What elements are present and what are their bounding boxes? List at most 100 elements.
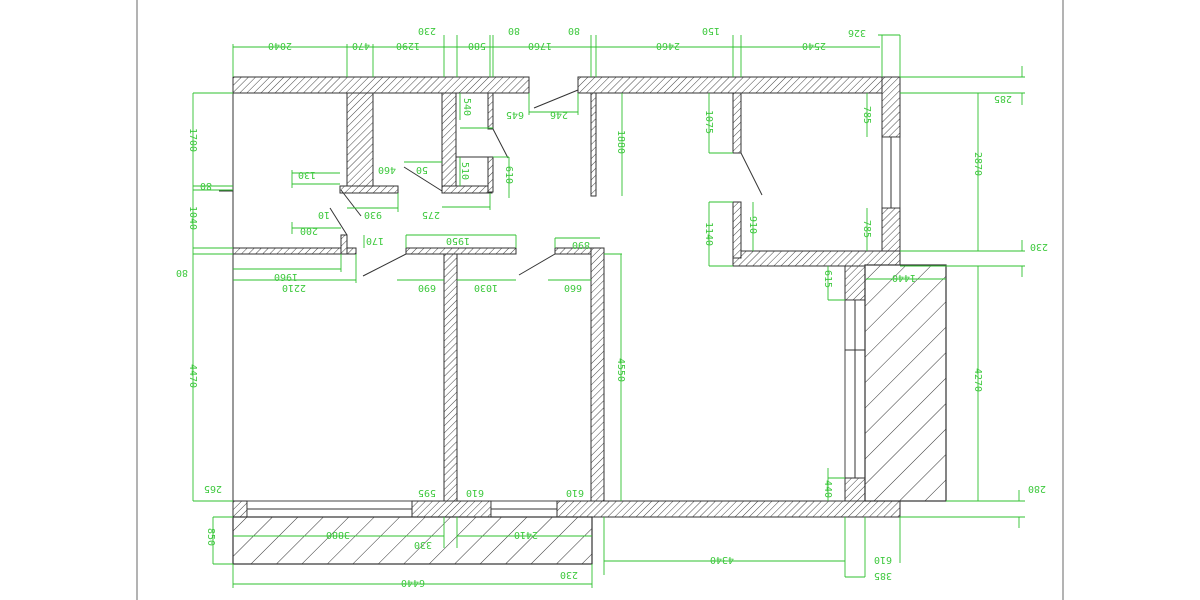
dim-right-285: 285: [994, 93, 1012, 104]
door-swing-bedroom1: [362, 253, 407, 277]
dim-top-326: 326: [848, 27, 866, 38]
dim-246: 246: [550, 109, 568, 120]
dim-275: 275: [422, 209, 440, 220]
wall-top-left: [232, 76, 530, 94]
wall-bedroom-divider-1: [443, 253, 458, 502]
wall-mid-right-stub: [732, 92, 742, 154]
dim-left-80b: 80: [176, 267, 188, 278]
pillar-right-bottom: [844, 477, 866, 502]
dim-910: 910: [747, 216, 758, 234]
wall-kitchen-left: [346, 92, 374, 192]
wall-top-right: [577, 76, 901, 94]
dim-top-150: 150: [702, 25, 720, 36]
dim-440: 440: [822, 480, 833, 498]
dim-615: 615: [822, 270, 833, 288]
dim-bottom-3880: 3880: [326, 529, 350, 540]
dim-890: 890: [572, 239, 590, 250]
dim-1880: 1880: [615, 130, 626, 154]
wall-bath-door-stub: [487, 92, 494, 130]
dim-1140: 1140: [703, 222, 714, 246]
door-swing-bath: [403, 166, 443, 192]
wall-corridor: [590, 92, 597, 197]
dim-930: 930: [364, 209, 382, 220]
dim-top-470: 470: [352, 40, 370, 51]
dim-595: 595: [418, 487, 436, 498]
door-swing-bath-inner: [492, 128, 509, 159]
dim-left-80a: 80: [200, 180, 212, 191]
wall-bath-right-stub: [487, 156, 494, 193]
wall-bedroom1-top-stub: [340, 234, 348, 255]
dim-1440: 1440: [892, 272, 916, 283]
wall-bottom-mid: [411, 500, 492, 518]
dim-bottom-330: 330: [414, 539, 432, 550]
dim-left-850: 850: [205, 528, 216, 546]
wall-mid-right-horizontal: [732, 250, 901, 267]
dim-left-4470: 4470: [187, 364, 198, 388]
dim-bottom-6440: 6440: [401, 577, 425, 588]
wall-kitchen-bottom: [339, 185, 399, 194]
dim-200: 200: [300, 225, 318, 236]
wall-bottom-left-pillar: [232, 500, 248, 518]
door-swing-kitchen-side: [329, 207, 348, 236]
dim-top-580: 580: [468, 40, 486, 51]
door-swings: [329, 89, 763, 277]
dim-1950: 1950: [446, 235, 470, 246]
wall-bedroom1-top: [232, 247, 357, 255]
dim-785b: 785: [861, 220, 872, 238]
dim-1030: 1030: [474, 282, 498, 293]
dim-690: 690: [418, 282, 436, 293]
dim-610b: 610: [466, 487, 484, 498]
dimension-labels: 2040 470 1290 230 580 80 1760 80 2460 15…: [176, 25, 1048, 588]
dim-left-1700: 1700: [187, 128, 198, 152]
dim-645: 645: [506, 109, 524, 120]
dim-right-280: 280: [1028, 483, 1046, 494]
dim-top-1290: 1290: [396, 40, 420, 51]
door-swing-bedroom2: [518, 253, 556, 276]
dim-top-2540: 2540: [802, 40, 826, 51]
dim-460: 460: [378, 164, 396, 175]
balcony-bottom: [232, 516, 593, 565]
dim-610a: 610: [503, 166, 514, 184]
dim-bottom-610: 610: [874, 554, 892, 565]
dim-1960: 1960: [274, 271, 298, 282]
dim-130: 130: [298, 169, 316, 180]
wall-mid-right-vertical: [732, 201, 742, 259]
dim-bottom-385: 385: [874, 570, 892, 581]
dim-170: 170: [366, 235, 384, 246]
dim-610c: 610: [566, 487, 584, 498]
dim-10: 10: [318, 209, 330, 220]
door-swing-kitchen: [340, 189, 362, 217]
dim-top-80a: 80: [508, 25, 520, 36]
dim-right-2870: 2870: [972, 152, 983, 176]
dim-1075: 1075: [703, 110, 714, 134]
dim-50: 50: [416, 164, 428, 175]
dim-bottom-2410: 2410: [514, 529, 538, 540]
dim-bottom-230: 230: [560, 569, 578, 580]
wall-bath-left: [441, 92, 457, 194]
door-swing-right-room: [740, 152, 763, 196]
door-swing-entry: [533, 89, 579, 109]
dim-top-230: 230: [418, 25, 436, 36]
dim-660: 660: [564, 282, 582, 293]
balcony-right: [864, 264, 947, 502]
dim-510: 510: [459, 162, 470, 180]
dim-top-80b: 80: [568, 25, 580, 36]
dim-bottom-4340: 4340: [710, 554, 734, 565]
wall-bedroom-divider-2: [590, 247, 605, 502]
dim-top-2460: 2460: [656, 40, 680, 51]
wall-bath-bottom: [441, 185, 493, 194]
pillar-right-top: [844, 265, 866, 301]
dim-top-1760: 1760: [528, 40, 552, 51]
wall-right-upper: [881, 76, 901, 138]
wall-bedroom2-top: [405, 247, 517, 255]
dimension-lines: [192, 34, 1025, 588]
dim-top-2040: 2040: [268, 40, 292, 51]
dim-right-230: 230: [1030, 241, 1048, 252]
dim-2210: 2210: [282, 282, 306, 293]
walls: [219, 76, 901, 518]
wall-bottom-right: [556, 500, 901, 518]
dim-left-265: 265: [204, 483, 222, 494]
dim-540: 540: [461, 98, 472, 116]
dim-left-1040: 1040: [187, 206, 198, 230]
